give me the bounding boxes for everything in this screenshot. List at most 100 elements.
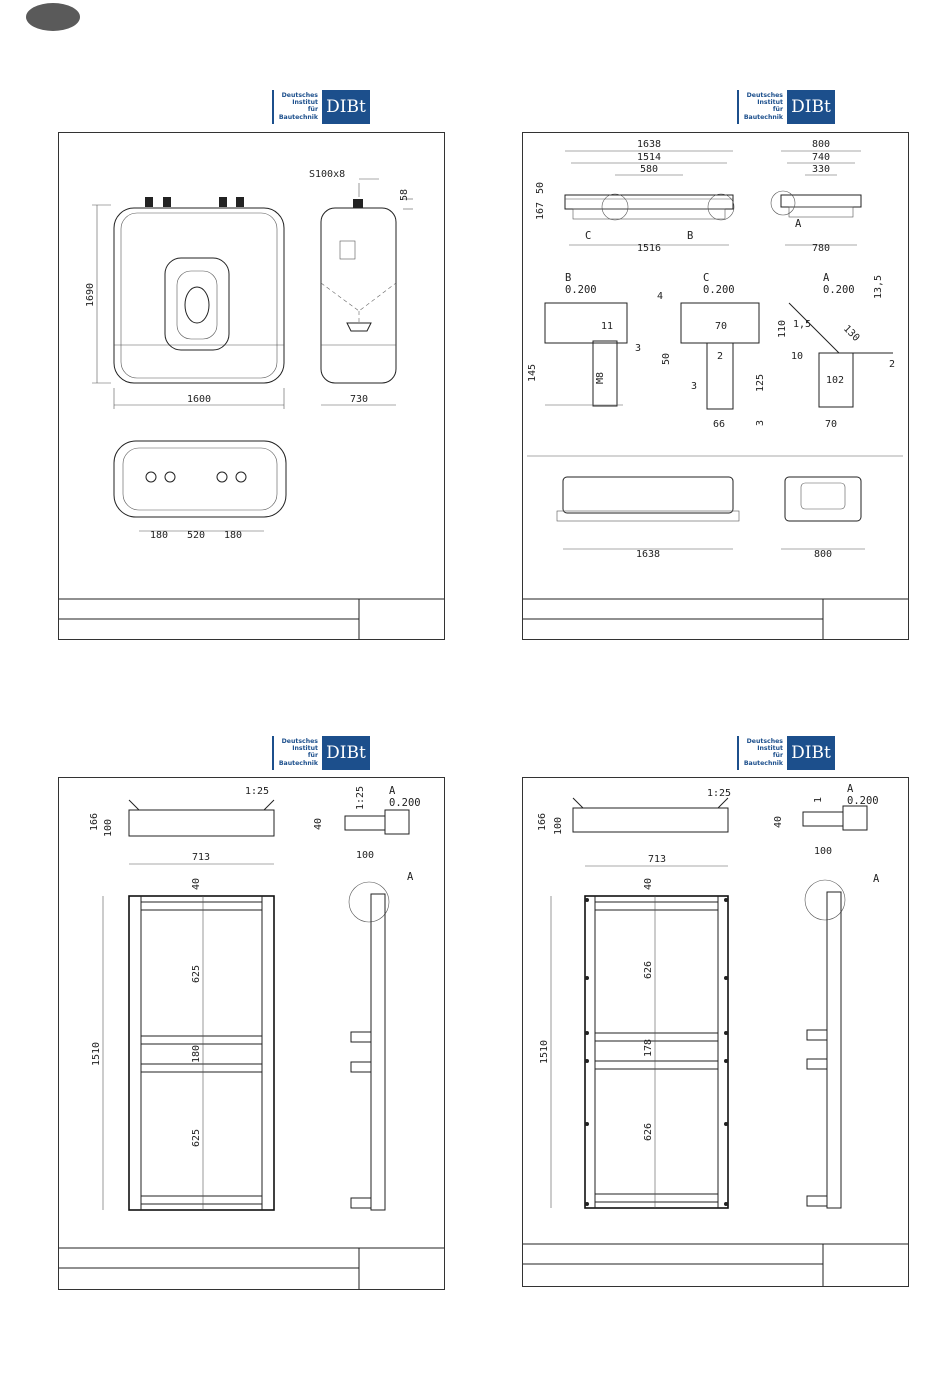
dim-h40: 40	[643, 878, 654, 890]
logo-abbr: DIBt	[322, 90, 370, 124]
dim-h180: 180	[191, 1045, 202, 1063]
frame-b-side-tab	[806, 1195, 828, 1207]
dim-thread: S100x8	[309, 169, 345, 180]
dim-side-330: 330	[812, 164, 830, 175]
detail-circle-c	[601, 193, 629, 221]
frame-a-detail-mark: A	[407, 871, 414, 883]
logo-line: Deutsches	[746, 92, 783, 99]
logo-abbr: DIBt	[322, 736, 370, 770]
logo-bar	[272, 90, 274, 124]
frame-b-bolt	[724, 1122, 728, 1126]
dim-d40: 40	[313, 818, 324, 830]
tank-side-hidden	[320, 282, 397, 323]
frame-b-detail-scale: 0.200	[847, 795, 879, 807]
frame-a-crossbar	[140, 1035, 263, 1045]
tank-side-outline	[320, 207, 397, 384]
dim-bottom-c: 180	[224, 530, 242, 541]
dim-b-145: 145	[527, 364, 538, 382]
frame-b-bolt	[724, 976, 728, 980]
logo-bar	[272, 736, 274, 770]
drawing-sheet-tray: C B 1638 1514 580 1516 50 167 A 800 740 …	[522, 132, 909, 640]
tank-side-label	[339, 240, 356, 260]
frame-a-outline	[128, 895, 275, 1211]
logo-line: für	[307, 106, 318, 114]
dim-bottom-a: 180	[150, 530, 168, 541]
dim-tank-width: 1600	[187, 394, 211, 405]
logo-words: Deutsches Institut für Bautechnik	[741, 738, 783, 767]
frame-b-crossbar	[594, 1193, 719, 1203]
frame-a-crossbar	[140, 901, 263, 911]
dibt-logo: Deutsches Institut für Bautechnik DIBt	[737, 90, 837, 124]
dibt-logo: Deutsches Institut für Bautechnik DIBt	[737, 736, 837, 770]
frame-b-bolt	[585, 1059, 589, 1063]
logo-words: Deutsches Institut für Bautechnik	[276, 738, 318, 767]
dim-b-3: 3	[635, 343, 641, 354]
tank-bottom-port	[164, 471, 176, 483]
dim-d100: 100	[814, 846, 832, 857]
detail-c-post	[706, 342, 734, 410]
frame-b-side-tab	[806, 1029, 828, 1041]
logo-line: für	[772, 106, 783, 114]
frame-b-top-profile	[572, 797, 729, 809]
frame-b-detail-plate	[842, 805, 868, 831]
dim-tray-50: 50	[535, 182, 546, 194]
logo-line: Deutsches	[281, 92, 318, 99]
tray-iso-side-inner	[800, 482, 846, 510]
dim-a-15: 1,5	[793, 319, 811, 330]
dim-bottom-b: 520	[187, 530, 205, 541]
detail-b-post	[592, 340, 618, 407]
frame-b-bolt	[585, 976, 589, 980]
tank-side-fitting	[346, 322, 372, 332]
drawing-sheet-tank: 1690 1600 730 S100x8 58 180 520 180	[58, 132, 445, 640]
dim-slope: 1:25	[245, 786, 269, 797]
dim-c-125: 125	[755, 374, 766, 392]
frame-b-crossbar	[594, 1060, 719, 1070]
page-badge	[26, 3, 80, 31]
frame-b-drawing: 1:25 166 100 713 40 626 178 626 1510 A	[523, 783, 908, 1286]
detail-mark-c: C	[585, 230, 591, 242]
dim-side-800: 800	[812, 139, 830, 150]
dim-h100: 100	[553, 817, 564, 835]
detail-mark-b: B	[687, 230, 693, 242]
tank-bottom-inner	[122, 447, 278, 511]
logo-words: Deutsches Institut für Bautechnik	[741, 92, 783, 121]
logo-line: Institut	[292, 99, 318, 107]
dim-c-3a: 3	[691, 381, 697, 392]
frame-b-detail-title: A	[847, 783, 854, 795]
frame-a-detail-plate	[384, 809, 410, 835]
tank-bottom-port	[145, 471, 157, 483]
logo-line: Bautechnik	[278, 113, 318, 121]
dim-tray-1514: 1514	[637, 152, 661, 163]
detail-circle-b	[707, 193, 735, 221]
tank-nozzle	[145, 197, 153, 207]
tank-manhole-inner	[176, 270, 218, 340]
dim-d100: 100	[356, 850, 374, 861]
dim-tank-height: 1690	[85, 283, 96, 307]
logo-bar	[737, 90, 739, 124]
logo-bar	[737, 736, 739, 770]
logo-line: für	[772, 752, 783, 760]
frame-a-crossbar	[140, 1195, 263, 1205]
dim-h100: 100	[103, 819, 114, 837]
dim-a-110: 110	[777, 320, 788, 338]
tank-front-outline	[113, 207, 285, 384]
dim-a-135: 13,5	[873, 275, 884, 299]
logo-line: Bautechnik	[743, 759, 783, 767]
frame-b-bolt	[724, 898, 728, 902]
tank-manhole-lid	[184, 286, 210, 324]
frame-b-crossbar	[594, 901, 719, 911]
dim-b-m8: M8	[595, 372, 606, 384]
frame-a-top-profile	[128, 799, 275, 811]
frame-b-bolt	[724, 1031, 728, 1035]
detail-b-title: B	[565, 272, 571, 284]
tray-iso-side	[784, 476, 862, 522]
tank-nozzle	[219, 197, 227, 207]
logo-line: für	[307, 752, 318, 760]
dim-tray-580: 580	[640, 164, 658, 175]
tray-front-frame	[572, 208, 726, 220]
frame-a-side-tab	[350, 1197, 372, 1209]
dim-h1510: 1510	[91, 1042, 102, 1066]
logo-line: Deutsches	[746, 738, 783, 745]
dim-c-50: 50	[661, 353, 672, 365]
logo-line: Institut	[292, 745, 318, 753]
